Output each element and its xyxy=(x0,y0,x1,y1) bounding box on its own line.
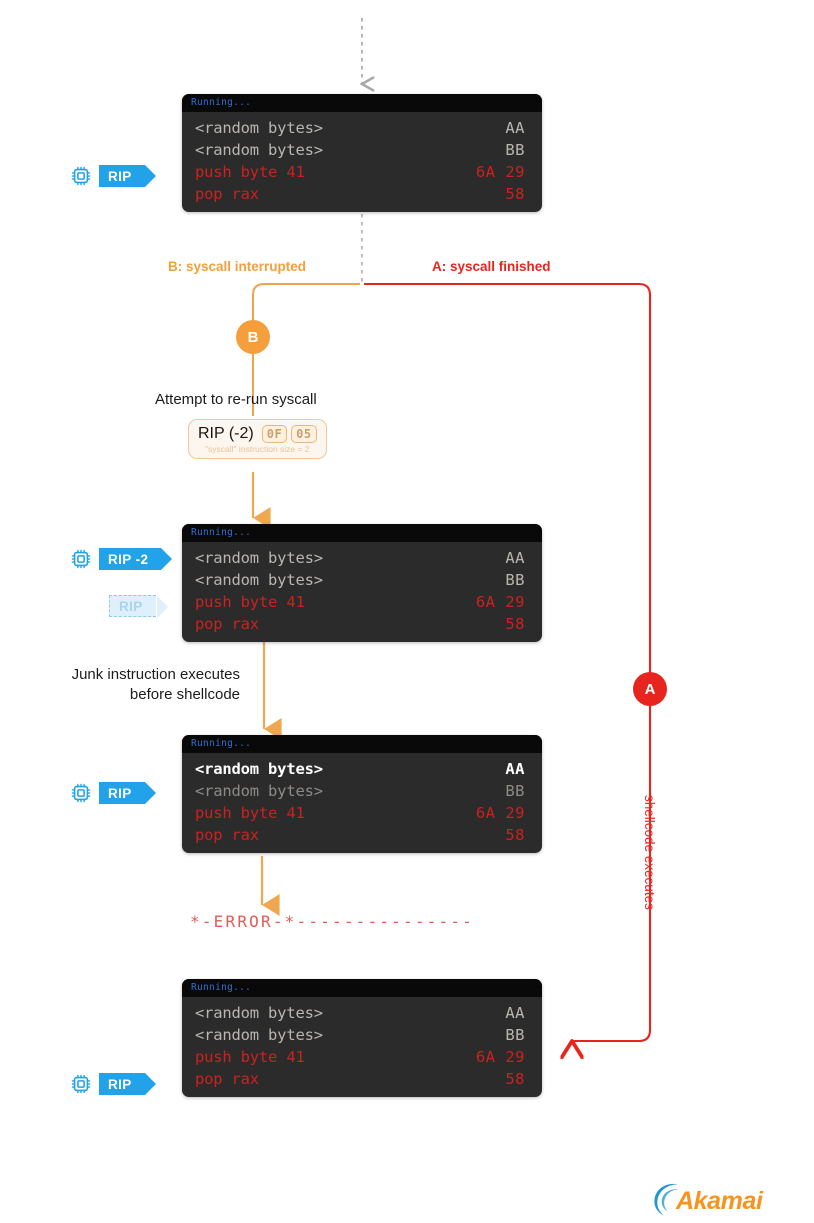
callout-label: RIP (-2) xyxy=(198,425,254,442)
hex-bytes: AA xyxy=(505,1004,525,1022)
rip-badge-block3: RIP xyxy=(70,782,156,804)
callout-hex-bytes: 0F 05 xyxy=(261,425,317,443)
asm-text: pop rax xyxy=(195,615,259,633)
branch-a-label: A: syscall finished xyxy=(432,259,551,274)
asm-text: push byte 41 xyxy=(195,163,305,181)
terminal-titlebar: Running... xyxy=(182,94,542,112)
error-line: *-ERROR-*--------------- xyxy=(190,912,474,931)
table-row: push byte 41 6A 29 xyxy=(182,591,542,613)
asm-text: push byte 41 xyxy=(195,804,305,822)
hex-bytes: BB xyxy=(505,141,525,159)
caption-junk-instruction: Junk instruction executes before shellco… xyxy=(71,666,240,703)
table-row: <random bytes> BB xyxy=(182,569,542,591)
terminal-rows: <random bytes> AA <random bytes> BB push… xyxy=(182,753,542,853)
hex-bytes: BB xyxy=(505,571,525,589)
table-row: pop rax 58 xyxy=(182,1068,542,1090)
terminal-block-3: Running... <random bytes> AA <random byt… xyxy=(182,735,542,853)
asm-text: <random bytes> xyxy=(195,549,323,567)
terminal-titlebar: Running... xyxy=(182,735,542,753)
table-row: pop rax 58 xyxy=(182,183,542,205)
asm-text: <random bytes> xyxy=(195,141,323,159)
cpu-chip-icon xyxy=(70,1073,92,1095)
terminal-rows: <random bytes> AA <random bytes> BB push… xyxy=(182,112,542,212)
cpu-chip-icon xyxy=(70,782,92,804)
rip-label: RIP xyxy=(99,782,156,804)
rip-badge-ghost-block2: RIP xyxy=(80,595,168,618)
terminal-block-1: Running... <random bytes> AA <random byt… xyxy=(182,94,542,212)
rip-badge-block2: RIP -2 xyxy=(70,548,173,570)
rip-minus-2-callout: RIP (-2) 0F 05 "syscall" instruction siz… xyxy=(188,419,327,459)
table-row: <random bytes> AA xyxy=(182,758,542,780)
rip-badge-block4: RIP xyxy=(70,1073,156,1095)
callout-subtext: "syscall" instruction size = 2 xyxy=(205,444,310,454)
table-row: <random bytes> BB xyxy=(182,1024,542,1046)
asm-text: <random bytes> xyxy=(195,1026,323,1044)
hex-bytes: 6A 29 xyxy=(475,593,525,611)
caption-rerun-syscall: Attempt to re-run syscall xyxy=(155,391,317,408)
hex-byte-0: 0F xyxy=(261,425,288,443)
rip-label: RIP xyxy=(99,165,156,187)
branch-b-wire xyxy=(252,283,360,320)
asm-text: pop rax xyxy=(195,1070,259,1088)
asm-text: <random bytes> xyxy=(195,1004,323,1022)
table-row: pop rax 58 xyxy=(182,613,542,635)
akamai-wordmark: Akamai xyxy=(676,1187,763,1215)
asm-text: pop rax xyxy=(195,185,259,203)
marker-a: A xyxy=(633,672,667,706)
asm-text: <random bytes> xyxy=(195,782,323,800)
table-row: <random bytes> BB xyxy=(182,780,542,802)
table-row: push byte 41 6A 29 xyxy=(182,161,542,183)
rip-label: RIP -2 xyxy=(99,548,173,570)
akamai-swoosh-icon xyxy=(648,1180,688,1223)
marker-b: B xyxy=(236,320,270,354)
asm-text: <random bytes> xyxy=(195,571,323,589)
terminal-block-4: Running... <random bytes> AA <random byt… xyxy=(182,979,542,1097)
hex-bytes: 58 xyxy=(505,826,525,844)
table-row: push byte 41 6A 29 xyxy=(182,1046,542,1068)
table-row: <random bytes> AA xyxy=(182,1002,542,1024)
cpu-chip-icon xyxy=(70,165,92,187)
branch-b-label: B: syscall interrupted xyxy=(168,259,307,274)
hex-bytes: AA xyxy=(505,119,525,137)
akamai-logo: Akamai xyxy=(648,1180,763,1223)
table-row: <random bytes> AA xyxy=(182,117,542,139)
terminal-rows: <random bytes> AA <random bytes> BB push… xyxy=(182,997,542,1097)
hex-bytes: BB xyxy=(505,782,525,800)
table-row: <random bytes> AA xyxy=(182,547,542,569)
asm-text: push byte 41 xyxy=(195,593,305,611)
rip-label: RIP xyxy=(99,1073,156,1095)
table-row: push byte 41 6A 29 xyxy=(182,802,542,824)
rip-label-ghost: RIP xyxy=(109,595,168,618)
hex-bytes: AA xyxy=(505,760,525,778)
terminal-titlebar: Running... xyxy=(182,524,542,542)
terminal-titlebar: Running... xyxy=(182,979,542,997)
asm-text: pop rax xyxy=(195,826,259,844)
cpu-chip-icon xyxy=(70,548,92,570)
table-row: <random bytes> BB xyxy=(182,139,542,161)
shellcode-executes-label: shellcode executes xyxy=(642,795,657,910)
hex-bytes: 58 xyxy=(505,615,525,633)
asm-text: push byte 41 xyxy=(195,1048,305,1066)
hex-bytes: BB xyxy=(505,1026,525,1044)
terminal-block-2: Running... <random bytes> AA <random byt… xyxy=(182,524,542,642)
asm-text: <random bytes> xyxy=(195,119,323,137)
hex-bytes: 58 xyxy=(505,185,525,203)
hex-byte-1: 05 xyxy=(291,425,317,443)
hex-bytes: 6A 29 xyxy=(475,804,525,822)
hex-bytes: 6A 29 xyxy=(475,1048,525,1066)
hex-bytes: 58 xyxy=(505,1070,525,1088)
terminal-rows: <random bytes> AA <random bytes> BB push… xyxy=(182,542,542,642)
hex-bytes: AA xyxy=(505,549,525,567)
rip-badge-block1: RIP xyxy=(70,165,156,187)
hex-bytes: 6A 29 xyxy=(475,163,525,181)
table-row: pop rax 58 xyxy=(182,824,542,846)
asm-text: <random bytes> xyxy=(195,760,323,778)
